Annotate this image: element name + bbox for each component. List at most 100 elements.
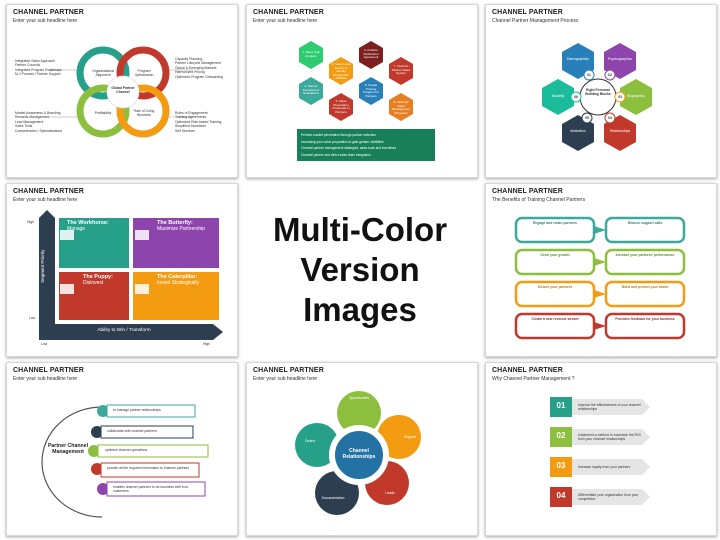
numbered-rows [550, 397, 650, 507]
list-item: to manage partner relationships [113, 408, 161, 412]
petal-label: Leads [385, 491, 395, 495]
slide-2-hex-steps[interactable]: CHANNEL PARTNER Enter your sub headline … [246, 4, 478, 178]
benefit-item: Create a new revenue stream [531, 317, 579, 321]
caption-line-1: Multi-Color [272, 211, 448, 248]
slide-subtitle: Enter your sub headline here [253, 18, 318, 24]
caption-line-2: Version Images [300, 251, 420, 328]
slide-title: CHANNEL PARTNER [253, 9, 324, 16]
hex-label: 4. Partner Interviews & Evaluations [302, 84, 320, 96]
benefit-item: Provides feedback for your business [615, 317, 675, 321]
petal-label: Opportunities [348, 396, 370, 400]
petal-label: Profitability [94, 111, 112, 115]
petal-label: Rate of Doing Business [133, 109, 155, 118]
hex-label: Motivation [570, 129, 586, 133]
benefit-item: Ensure your partners [537, 285, 573, 289]
center-label: Partner Channel Management [47, 443, 89, 455]
quad-butterfly: The Butterfly: Maximize Partnership [157, 220, 206, 232]
slide-title: CHANNEL PARTNER [13, 188, 84, 195]
hex-label: Biographics [627, 94, 645, 98]
row-text: Improve the effectiveness of your channe… [578, 403, 641, 412]
slide-subtitle: Enter your sub headline here [13, 197, 78, 203]
quad-caterpillar: The Caterpillar: Invest Strategically [157, 274, 199, 286]
hex-label: Relationships [609, 129, 631, 133]
list-item: enables channel partners to do business … [113, 485, 189, 494]
step-number: 03 [618, 95, 622, 99]
quad-puppy: The Puppy: Disinvest [83, 274, 113, 286]
step-number: 04 [608, 116, 612, 120]
step-number: 05 [585, 116, 589, 120]
slide-subtitle: Channel Partner Management Process [492, 18, 579, 24]
y-axis-label: Segment Priority [39, 249, 45, 283]
slide-8-why-management[interactable]: CHANNEL PARTNER Why Channel Partner Mana… [485, 362, 717, 536]
slide-title: CHANNEL PARTNER [492, 9, 563, 16]
center-caption: Multi-Color Version Images [247, 190, 473, 350]
tick-low-x: Low [41, 342, 48, 346]
petal-diagram [49, 46, 193, 138]
slide-5-training-benefits[interactable]: CHANNEL PARTNER The Benefits of Training… [485, 183, 717, 357]
row-text: Increase loyalty from your partners [578, 465, 631, 469]
quad-workhorse: The Workhorse: Manage [67, 220, 109, 232]
row-text: Implement a method to maximize the ROI f… [578, 433, 641, 442]
hex-label: 7. Channel Partner Sales System [391, 64, 411, 76]
slide-6-channel-management[interactable]: CHANNEL PARTNER Enter your sub headline … [6, 362, 238, 536]
hex-label: 1. Sales Gap Analysis [302, 50, 320, 58]
step-number: 01 [587, 73, 591, 77]
slide-1-global-partner[interactable]: CHANNEL PARTNER Enter your sub headline … [6, 4, 238, 178]
step-number: 06 [574, 95, 578, 99]
step-number: 02 [608, 73, 612, 77]
hex-label: Demographics [567, 57, 589, 61]
row-number: 02 [556, 431, 566, 440]
flower-diagram [295, 391, 421, 515]
hex-label: Psychographics [608, 57, 632, 61]
center-label: Channel Relationships [342, 448, 376, 460]
petal-label: Organizational Alignment [92, 69, 114, 78]
benefit-item: Build and protect your brand [621, 285, 669, 289]
benefit-item: Increase your partners' performance [615, 253, 675, 257]
row-number: 03 [556, 461, 566, 470]
slide-title: CHANNEL PARTNER [253, 367, 324, 374]
slide-subtitle: The Benefits of Training Channel Partner… [492, 197, 586, 203]
slide-subtitle: Enter your sub headline here [13, 18, 78, 24]
slide-subtitle: Why Channel Partner Management ? [492, 376, 575, 382]
list-item: optimize channel operations [105, 448, 148, 452]
bullet-box: Perform market penetration through partn… [301, 133, 397, 157]
slide-3-management-process[interactable]: CHANNEL PARTNER Channel Partner Manageme… [485, 4, 717, 178]
hex-label: 8. Channel Sales Development Programs [392, 100, 410, 115]
petal-label: Program Optimization [134, 69, 154, 78]
hex-label: 5. Value Proposition Presented to Partne… [332, 99, 350, 114]
row-number: 01 [556, 401, 566, 410]
petal-label: Support [404, 435, 416, 439]
center-label: Global Partner Channel [111, 86, 135, 95]
list-item: collaborate with channel partners [107, 429, 157, 433]
tick-high-y: High [27, 220, 34, 224]
benefit-item: Reduce support calls [627, 221, 663, 225]
arc-list [41, 404, 209, 518]
tick-low-y: Low [29, 316, 36, 320]
x-axis-label: Ability to Win / Transform [97, 328, 151, 333]
hex-label: 2. Search and Screen to identify Prospec… [331, 62, 351, 81]
center-label: Eight Personal Building Blocks [585, 88, 611, 97]
slide-subtitle: Enter your sub headline here [253, 376, 318, 382]
row-number: 04 [556, 491, 566, 500]
petal-label: Orders [304, 439, 316, 443]
slide-title: CHANNEL PARTNER [492, 367, 563, 374]
slide-4-quadrant-matrix[interactable]: CHANNEL PARTNER Enter your sub headline … [6, 183, 238, 357]
petal-label: Documentation [321, 496, 345, 500]
hex-label: Modality [551, 94, 565, 98]
hex-label: 3. Position Distribution Agreement [363, 48, 379, 60]
benefit-item: Engage and retain partners [533, 221, 577, 225]
slide-subtitle: Enter your sub headline here [13, 376, 78, 382]
slide-title: CHANNEL PARTNER [13, 367, 84, 374]
row-text: Differentiate your organization from you… [578, 493, 639, 502]
tick-high-x: High [203, 342, 210, 346]
hex-grid [297, 41, 435, 161]
benefit-item: Grow your growth [540, 253, 570, 257]
quadrant-graphic [39, 210, 223, 340]
slide-title: CHANNEL PARTNER [13, 9, 84, 16]
slide-7-channel-relationships[interactable]: CHANNEL PARTNER Enter your sub headline … [246, 362, 478, 536]
benefit-rows [514, 216, 686, 340]
